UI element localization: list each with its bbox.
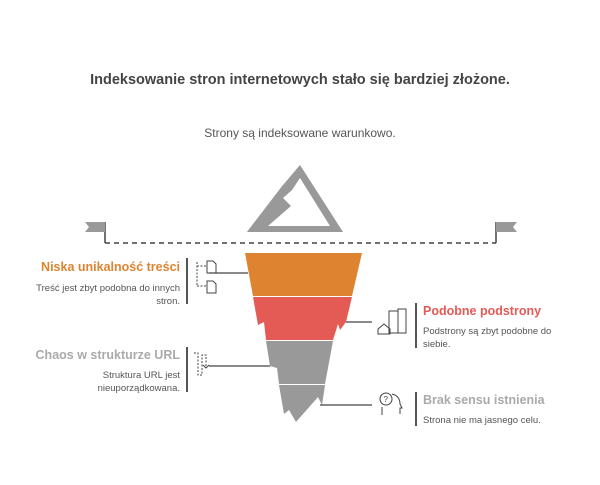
subtitle: Strony są indeksowane warunkowo. xyxy=(204,126,396,140)
layer-red xyxy=(253,297,352,340)
layer-orange xyxy=(245,253,362,296)
item-desc-url-chaos: Struktura URL jest nieuporządkowana. xyxy=(97,370,180,394)
item-desc-low-uniqueness: Treść jest zbyt podobna do innych stron. xyxy=(36,283,180,307)
main-title: Indeksowanie stron internetowych stało s… xyxy=(90,72,510,88)
item-title-similar-subpages: Podobne podstrony xyxy=(423,304,542,318)
svg-text:?: ? xyxy=(384,395,389,404)
layer-gray-bottom xyxy=(279,385,325,422)
iceberg-tip xyxy=(247,165,343,232)
flag-left-icon xyxy=(85,222,106,243)
item-desc-no-purpose: Strona nie ma jasnego celu. xyxy=(423,415,541,426)
winding-path-icon xyxy=(194,352,210,376)
item-title-url-chaos: Chaos w strukturze URL xyxy=(35,348,180,362)
question-head-icon: ? xyxy=(379,392,403,415)
flag-right-icon xyxy=(495,222,517,243)
item-title-low-uniqueness: Niska unikalność treści xyxy=(41,260,180,274)
duplicate-documents-icon xyxy=(196,260,217,294)
item-desc-similar-subpages: Podstrony są zbyt podobne do siebie. xyxy=(423,326,552,350)
layer-gray xyxy=(266,341,333,384)
buildings-icon xyxy=(377,308,407,335)
item-title-no-purpose: Brak sensu istnienia xyxy=(423,393,545,407)
